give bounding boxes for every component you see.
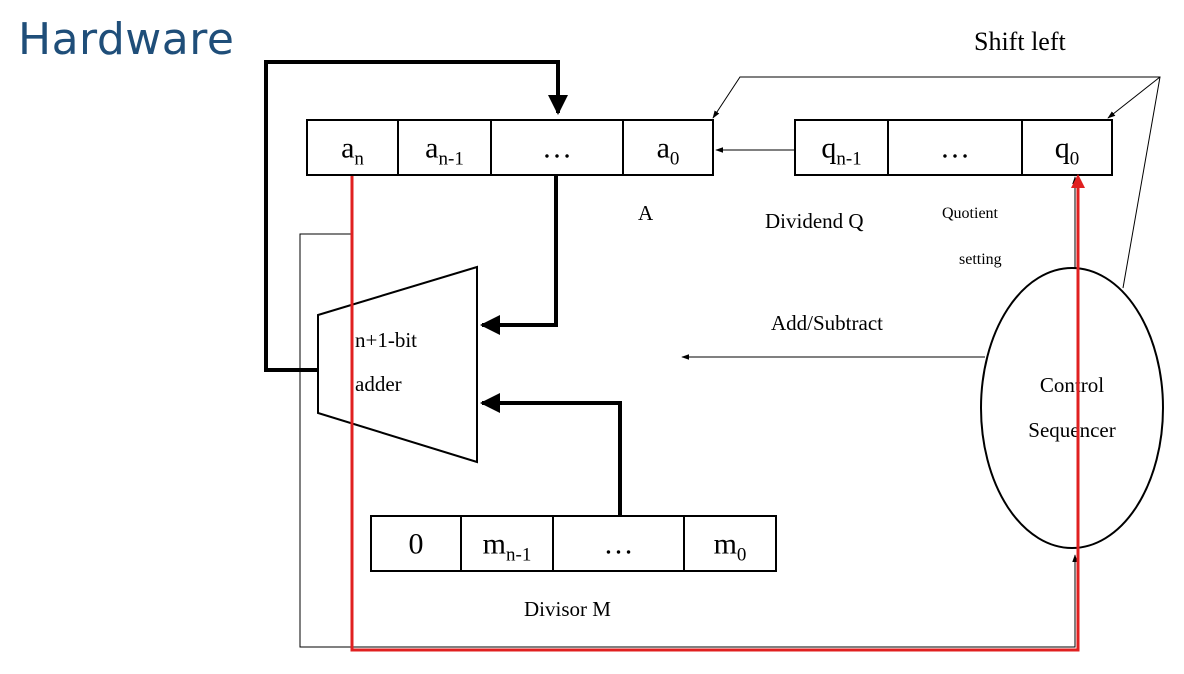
adder-label-line2: adder — [355, 372, 402, 396]
register-m-cell — [683, 515, 777, 572]
register-m-cell — [370, 515, 462, 572]
register-a-cell — [490, 119, 624, 176]
register-m-cell-label: m0 — [714, 528, 747, 566]
sign-bit-signal-line — [350, 176, 1080, 652]
register-q-cell — [1021, 119, 1113, 176]
m-to-adder-wire — [480, 393, 622, 515]
slide-title: Hardware — [18, 14, 235, 65]
sign-feedback-wire — [299, 233, 1078, 648]
register-a-label: A — [638, 201, 654, 225]
register-a-cell-label: a0 — [657, 132, 680, 170]
register-q-cell-label: … — [940, 132, 970, 165]
register-m-cell-label: … — [604, 528, 634, 561]
control-label-line1: Control — [1040, 373, 1104, 397]
register-q-cell — [887, 119, 1023, 176]
control-label-line2: Sequencer — [1028, 418, 1115, 442]
quotient-setting-label-line1: Quotient — [942, 205, 999, 222]
register-q-cell — [794, 119, 889, 176]
register-a-cell — [622, 119, 714, 176]
register-a: an an-1 … a0 — [306, 119, 714, 176]
register-a-cell-label: an-1 — [425, 132, 464, 170]
adder-label-line1: n+1-bit — [355, 328, 417, 352]
sign-bit-arrowhead — [1071, 174, 1085, 188]
register-a-cell-label: an — [341, 132, 364, 170]
shift-left-label: Shift left — [974, 27, 1066, 56]
thin-wires — [299, 76, 1161, 648]
register-a-cell-label: … — [542, 132, 572, 165]
control-sequencer — [980, 267, 1164, 549]
shift-left-wire — [712, 76, 1161, 289]
quotient-setting-label-line2: setting — [959, 251, 1002, 268]
dividend-label: Dividend Q — [765, 209, 864, 233]
register-m-cell — [552, 515, 685, 572]
adder-to-a-wire — [264, 60, 568, 372]
divisor-label: Divisor M — [524, 597, 611, 621]
register-m-cell-label: 0 — [409, 528, 424, 561]
thick-wires — [264, 60, 622, 515]
a-to-adder-wire — [480, 176, 558, 335]
adder-block — [317, 265, 478, 464]
shift-left-wire-q — [1107, 76, 1161, 119]
register-q-cell-label: qn-1 — [821, 132, 861, 170]
register-m: 0 mn-1 … m0 — [370, 515, 777, 572]
register-m-cell-label: mn-1 — [483, 528, 532, 566]
register-a-cell — [306, 119, 399, 176]
register-m-cell — [460, 515, 554, 572]
register-q-cell-label: q0 — [1055, 132, 1080, 170]
add-subtract-label: Add/Subtract — [771, 311, 883, 335]
register-q: qn-1 … q0 — [794, 119, 1113, 176]
